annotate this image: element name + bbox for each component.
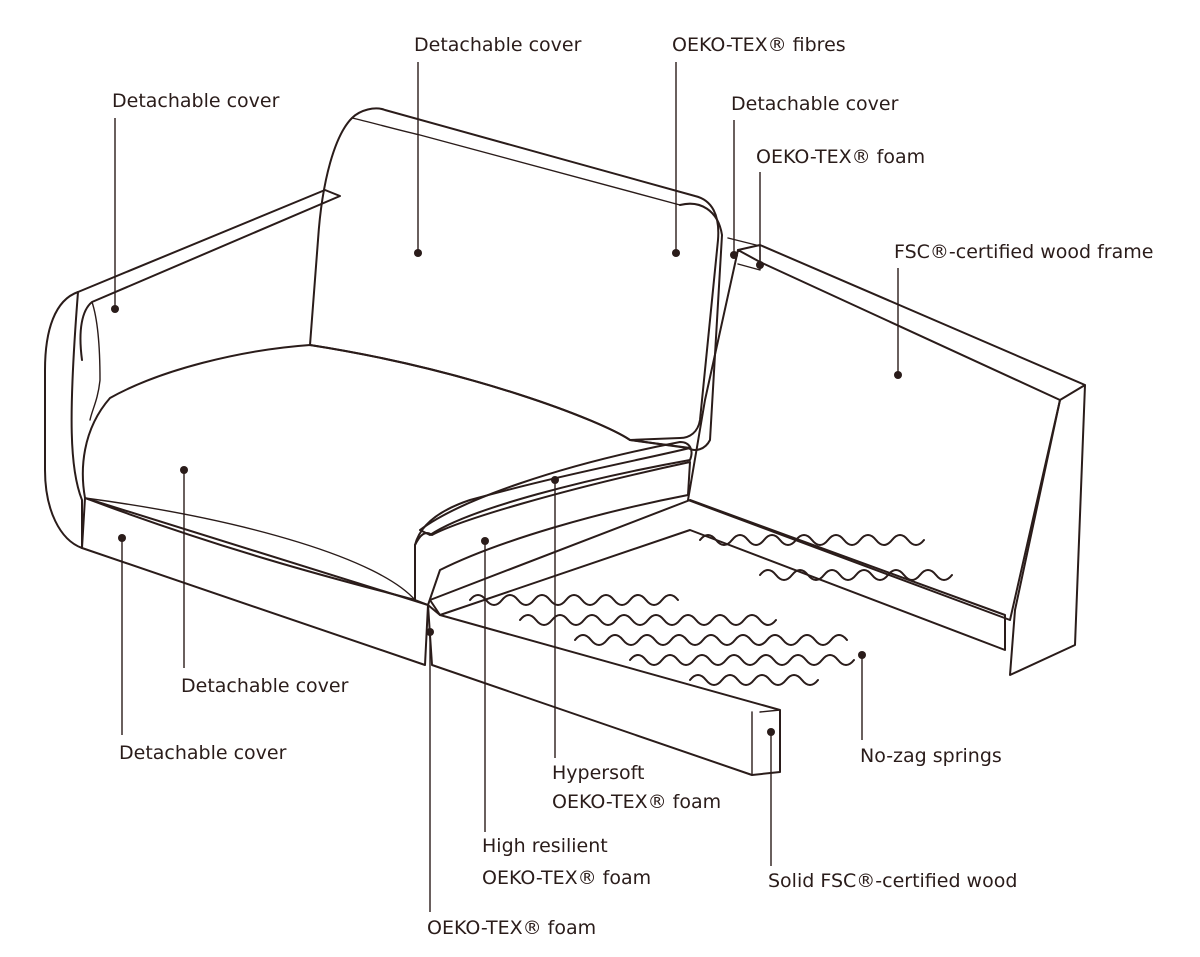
label-cover-top: Detachable cover	[414, 34, 582, 56]
left-armrest	[44, 291, 83, 549]
right-arm-frame-inner	[687, 249, 1061, 621]
dot-high-resilient	[481, 537, 489, 545]
spring-row-1	[469, 594, 679, 606]
leader-lines	[114, 62, 899, 912]
label-cover-base: Detachable cover	[119, 742, 287, 764]
high-resilient-foam-layer	[414, 461, 691, 606]
front-wood-rail	[427, 604, 781, 776]
label-high-resilient-line2: OEKO-TEX® foam	[482, 867, 652, 889]
label-hypersoft-line2: OEKO-TEX® foam	[552, 791, 722, 813]
spring-row-4	[629, 654, 855, 666]
dot-cover-seat	[180, 466, 188, 474]
dot-foam-arm-right	[756, 261, 764, 269]
hypersoft-foam-layer	[419, 441, 693, 536]
spring-row-7	[759, 569, 953, 581]
label-cover-arm-right: Detachable cover	[731, 93, 899, 115]
dot-solid-wood	[767, 728, 775, 736]
label-solid-wood: Solid FSC®-certified wood	[768, 870, 1018, 892]
left-armrest-top	[77, 189, 341, 361]
label-high-resilient-line1: High resilient	[482, 835, 608, 857]
seat-edge-seam	[84, 497, 416, 601]
backrest-top-seam	[351, 117, 681, 206]
spring-row-6	[699, 534, 925, 546]
right-arm-frame	[737, 244, 1086, 676]
label-wood-frame: FSC®-certified wood frame	[894, 241, 1154, 263]
front-wood-rail-edge	[751, 709, 781, 776]
dot-cover-top	[414, 249, 422, 257]
backrest	[309, 107, 720, 441]
left-armrest-inner	[89, 301, 101, 421]
dot-no-zag	[858, 651, 866, 659]
label-fibres-top: OEKO-TEX® fibres	[672, 34, 846, 56]
dot-foam-bottom	[426, 628, 434, 636]
dot-cover-arm-left	[111, 305, 119, 313]
dot-cover-arm-right	[730, 251, 738, 259]
spring-row-2	[519, 614, 777, 626]
base-panel	[81, 497, 429, 666]
right-arm-cushion	[629, 202, 723, 451]
spring-row-3	[574, 634, 848, 646]
seat-cushion	[81, 344, 691, 601]
label-no-zag: No-zag springs	[860, 745, 1002, 767]
label-cover-seat: Detachable cover	[181, 675, 349, 697]
leader-dots	[111, 249, 902, 736]
spring-row-5	[689, 674, 819, 686]
dot-hypersoft	[551, 476, 559, 484]
label-cover-arm-left: Detachable cover	[112, 90, 280, 112]
label-foam-arm-right: OEKO-TEX® foam	[756, 146, 926, 168]
dot-fibres-top	[672, 249, 680, 257]
label-foam-bottom: OEKO-TEX® foam	[427, 917, 597, 939]
label-hypersoft-line1: Hypersoft	[552, 762, 645, 784]
dot-cover-base	[118, 534, 126, 542]
dot-wood-frame	[894, 371, 902, 379]
